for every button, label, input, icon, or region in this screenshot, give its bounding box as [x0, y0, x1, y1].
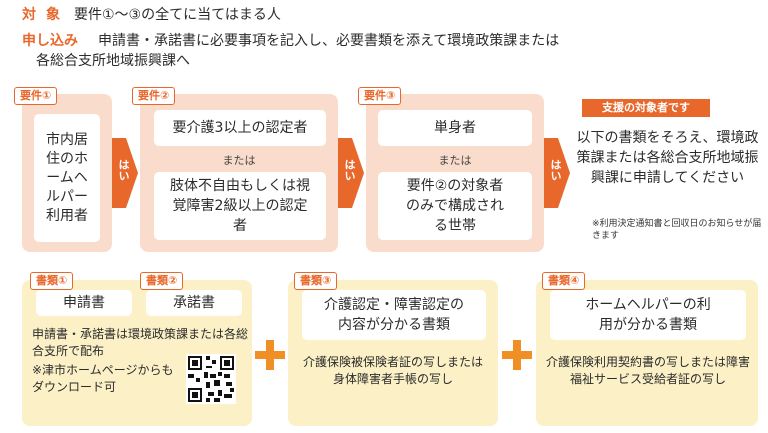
document-4-text: 介護保険利用契約書の写しまたは障害福祉サービス受給者証の写し [546, 355, 751, 386]
apply-line-2: 各総合支所地域振興課へ [36, 53, 190, 69]
document-1-tag: 書類① [30, 272, 74, 290]
target-label: 支援の対象者です [582, 99, 710, 117]
document-3-tag: 書類③ [294, 272, 338, 290]
requirement-2-or: または [222, 154, 256, 167]
yes-label-1: はい [117, 159, 130, 181]
document-1-title: 申請書 [36, 290, 132, 316]
requirement-1-tag: 要件① [14, 87, 58, 105]
apply-text: 申請書・承諾書に必要事項を記入し、必要書類を添えて環境政策課または [98, 33, 560, 49]
plus-icon [255, 340, 285, 370]
document-3-title: 介護認定・障害認定の内容が分かる書類 [302, 290, 486, 340]
yes-label-3: はい [549, 159, 562, 181]
requirement-3-tag: 要件③ [358, 87, 402, 105]
qr-code-icon [186, 354, 236, 404]
plus-icon-2 [502, 340, 532, 370]
requirement-3-or: または [438, 154, 472, 167]
requirement-3-option-b: 要件②の対象者のみで構成される世帯 [378, 172, 532, 240]
target-text: 要件①～③の全てに当てはまる人 [74, 7, 281, 23]
arrow-yes-2-icon [338, 138, 364, 208]
documents-1-2-note: ※津市ホームページからもダウンロード可 [32, 363, 174, 394]
yes-label-2: はい [343, 159, 356, 181]
document-2-tag: 書類② [140, 272, 184, 290]
requirement-1-text: 市内居住のホームヘルパー利用者 [34, 114, 100, 242]
requirement-2-option-b: 肢体不自由もしくは視覚障害2級以上の認定者 [154, 172, 326, 240]
document-4-tag: 書類④ [542, 272, 586, 290]
target-key: 対象 [22, 7, 70, 23]
target-body: 以下の書類をそろえ、環境政策課または各総合支所地域振興課に申請してください [576, 130, 759, 186]
apply-line: 申し込み 申請書・承諾書に必要事項を記入し、必要書類を添えて環境政策課または [22, 32, 559, 50]
document-4-title: ホームヘルパーの利用が分かる書類 [550, 290, 746, 340]
requirement-3-option-a: 単身者 [378, 110, 532, 146]
requirement-2-tag: 要件② [132, 87, 176, 105]
document-2-title: 承諾書 [146, 290, 242, 316]
arrow-yes-3-icon [544, 138, 570, 208]
documents-1-2-text: 申請書・承諾書は環境政策課または各総合支所で配布 [32, 327, 249, 358]
arrow-yes-1-icon [112, 138, 138, 208]
target-note: ※利用決定通知書と回収日のお知らせが届きます [592, 219, 762, 241]
document-3-text: 介護保険被保険者証の写しまたは身体障害者手帳の写し [302, 355, 483, 386]
target-line: 対象要件①～③の全てに当てはまる人 [22, 6, 281, 24]
apply-key: 申し込み [22, 33, 78, 49]
requirement-2-option-a: 要介護3以上の認定者 [154, 110, 326, 146]
